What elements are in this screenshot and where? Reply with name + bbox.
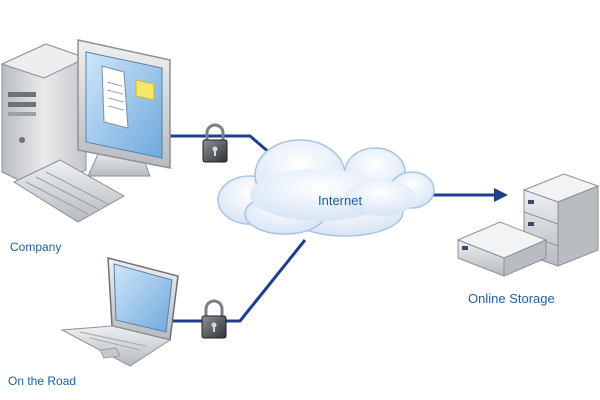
online-storage-label: Online Storage [468, 291, 555, 306]
company-label: Company [10, 240, 62, 254]
sticky-note-icon [135, 79, 155, 101]
document-icon [101, 65, 129, 129]
cloud-icon [217, 139, 435, 237]
padlock-icon [201, 299, 227, 339]
arrow-right-icon [494, 188, 508, 202]
keyboard [12, 159, 126, 223]
desktop-computer-icon [0, 39, 171, 223]
padlock-icon [202, 123, 228, 163]
laptop-icon [60, 257, 179, 367]
on-the-road-label: On the Road [8, 374, 77, 388]
road-to-internet-line [172, 239, 307, 323]
internet-label: Internet [318, 193, 363, 208]
server-icon [456, 221, 548, 277]
